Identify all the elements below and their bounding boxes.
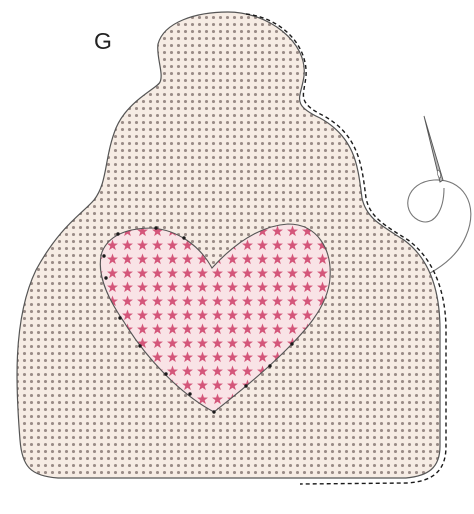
needle-icon [424,116,443,182]
step-label: G [94,30,112,53]
body-shape [17,12,440,478]
